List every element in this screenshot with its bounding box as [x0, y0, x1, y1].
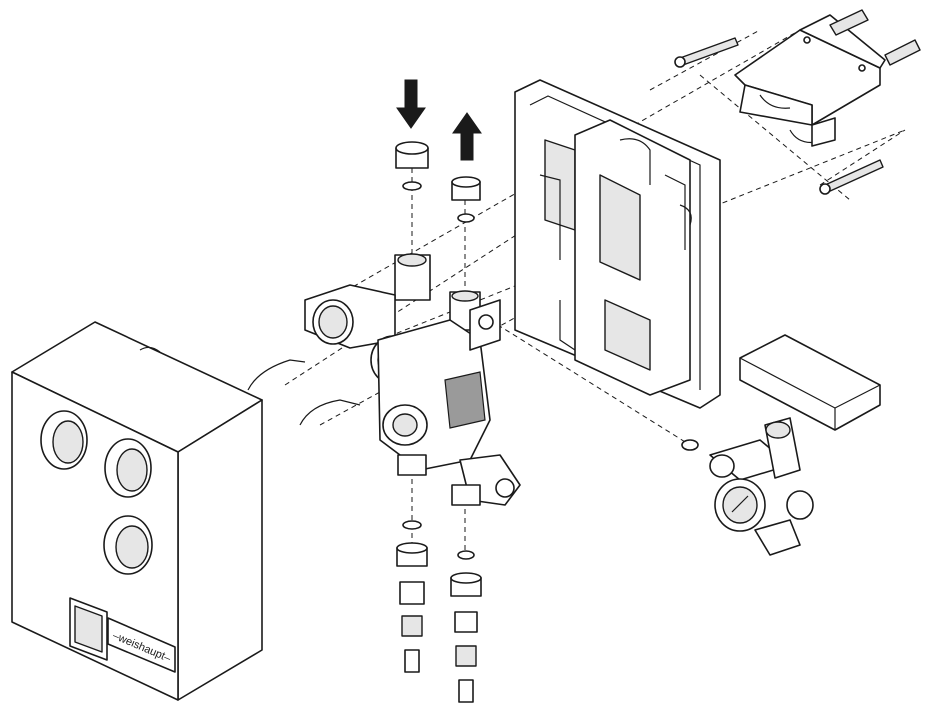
pump-group: [247, 253, 521, 506]
top-fittings: [395, 141, 481, 223]
screw-top: [679, 37, 739, 66]
arrow-up-icon: [452, 112, 482, 161]
safety-valve-group: [681, 417, 814, 556]
insulation-block: [739, 334, 881, 431]
seal-ring: [681, 439, 699, 451]
brand-plate: [107, 617, 176, 673]
wall-bracket: [734, 14, 886, 147]
casing-box: –weishaupt–: [11, 321, 263, 701]
screw-bottom: [824, 159, 884, 193]
flow-arrows: [396, 79, 482, 161]
wall-plug-right: [884, 39, 921, 66]
screws: [674, 9, 921, 195]
wall-plug-top: [829, 9, 869, 36]
bottom-fittings: [396, 520, 482, 703]
insulation-shell: [514, 79, 721, 409]
arrow-down-icon: [396, 79, 426, 129]
